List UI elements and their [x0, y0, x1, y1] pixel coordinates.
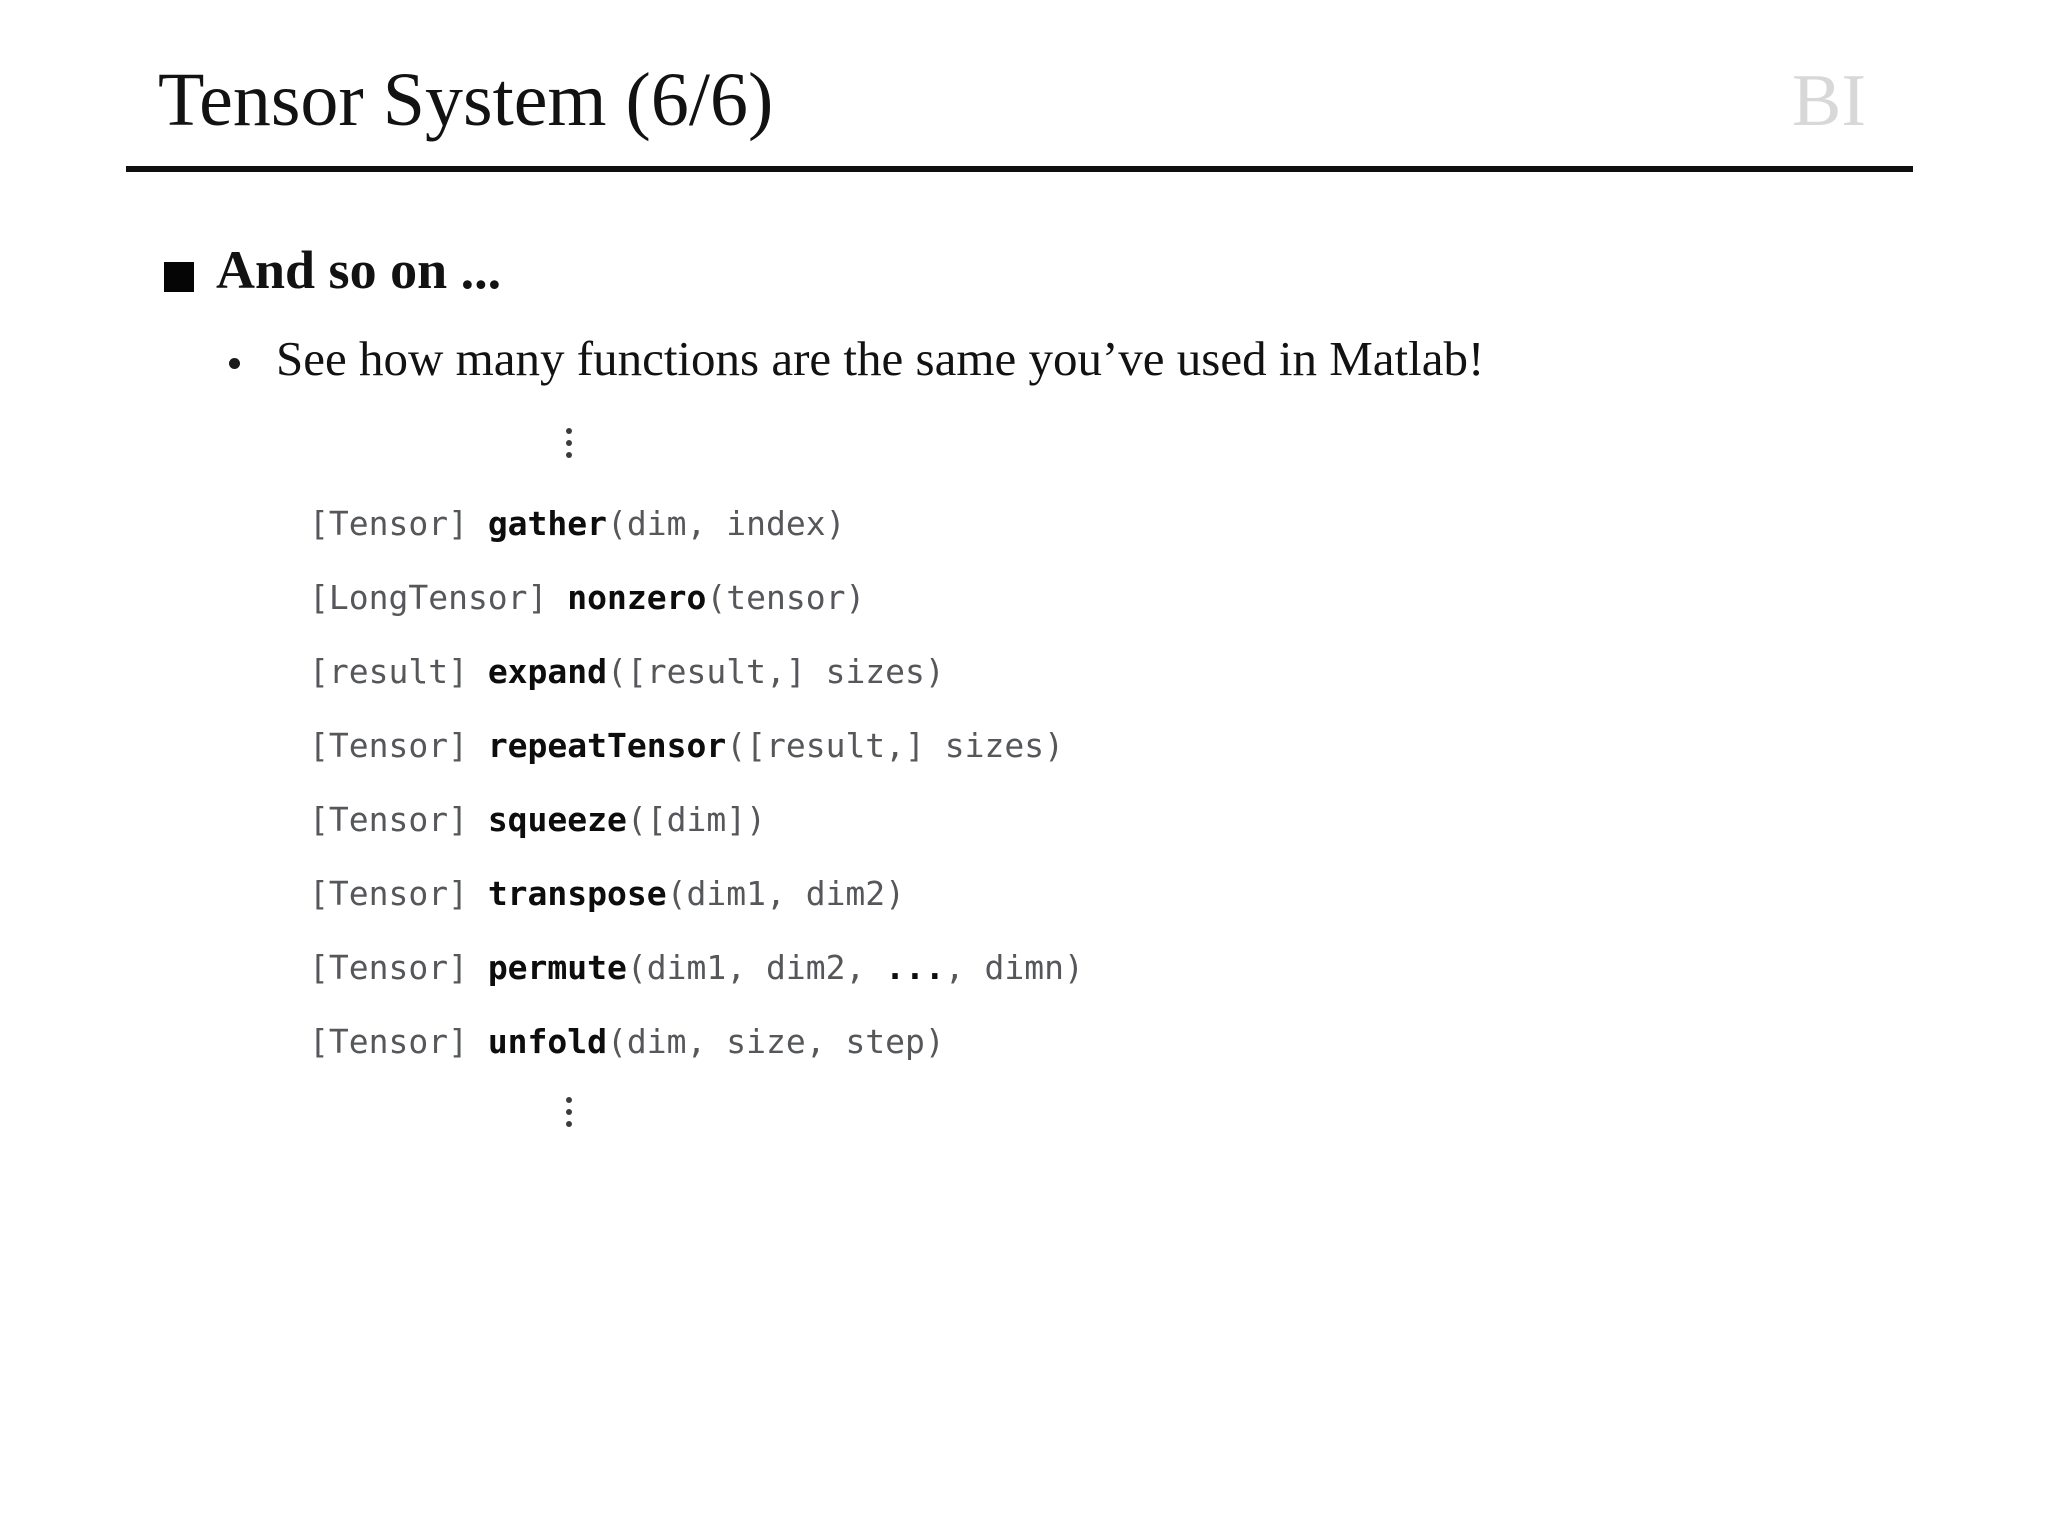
vertical-ellipsis-icon: [566, 428, 572, 458]
code-line: [Tensor] unfold(dim, size, step): [309, 1005, 1084, 1079]
ellipsis-dot: [566, 1097, 572, 1103]
ellipsis-dot: [566, 428, 572, 434]
ellipsis-dot: [566, 452, 572, 458]
code-line: [Tensor] squeeze([dim]): [309, 783, 1084, 857]
code-line: [Tensor] transpose(dim1, dim2): [309, 857, 1084, 931]
page-title: Tensor System (6/6): [158, 58, 774, 142]
function-name: unfold: [487, 1022, 608, 1061]
code-text: , dimn): [944, 948, 1084, 987]
code-text: ([result,] sizes): [607, 652, 945, 691]
code-line: [Tensor] permute(dim1, dim2, ..., dimn): [309, 931, 1084, 1005]
bullet-heading: And so on ...: [216, 240, 502, 300]
function-name: transpose: [487, 874, 667, 913]
code-text: [result]: [309, 652, 488, 691]
code-block: [Tensor] gather(dim, index)[LongTensor] …: [309, 487, 1084, 1079]
code-line: [result] expand([result,] sizes): [309, 635, 1084, 709]
code-text: ([result,] sizes): [726, 726, 1064, 765]
function-name: permute: [487, 948, 627, 987]
function-name: nonzero: [567, 578, 707, 617]
code-text: (dim, size, step): [607, 1022, 945, 1061]
function-name: gather: [487, 504, 608, 543]
code-text: ([dim]): [626, 800, 766, 839]
ellipsis-dot: [566, 1121, 572, 1127]
code-line: [Tensor] repeatTensor([result,] sizes): [309, 709, 1084, 783]
code-line: [Tensor] gather(dim, index): [309, 487, 1084, 561]
function-name: ...: [885, 948, 945, 987]
code-line: [LongTensor] nonzero(tensor): [309, 561, 1084, 635]
code-text: [Tensor]: [309, 504, 488, 543]
ellipsis-dot: [566, 1109, 572, 1115]
dot-bullet-icon: [229, 358, 240, 369]
function-name: repeatTensor: [487, 726, 727, 765]
function-name: squeeze: [487, 800, 627, 839]
bi-logo: BI: [1792, 60, 1866, 142]
code-text: [Tensor]: [309, 726, 488, 765]
function-name: expand: [487, 652, 608, 691]
code-text: (dim1, dim2): [666, 874, 906, 913]
sub-bullet-text: See how many functions are the same you’…: [276, 331, 1485, 386]
code-text: [Tensor]: [309, 800, 488, 839]
ellipsis-dot: [566, 440, 572, 446]
code-text: (dim1, dim2,: [626, 948, 886, 987]
title-divider: [126, 166, 1913, 172]
code-text: [Tensor]: [309, 948, 488, 987]
code-text: [LongTensor]: [309, 578, 568, 617]
vertical-ellipsis-icon: [566, 1097, 572, 1127]
square-bullet-icon: [164, 262, 194, 292]
code-text: [Tensor]: [309, 874, 488, 913]
code-text: (dim, index): [607, 504, 846, 543]
code-text: (tensor): [706, 578, 866, 617]
code-text: [Tensor]: [309, 1022, 488, 1061]
